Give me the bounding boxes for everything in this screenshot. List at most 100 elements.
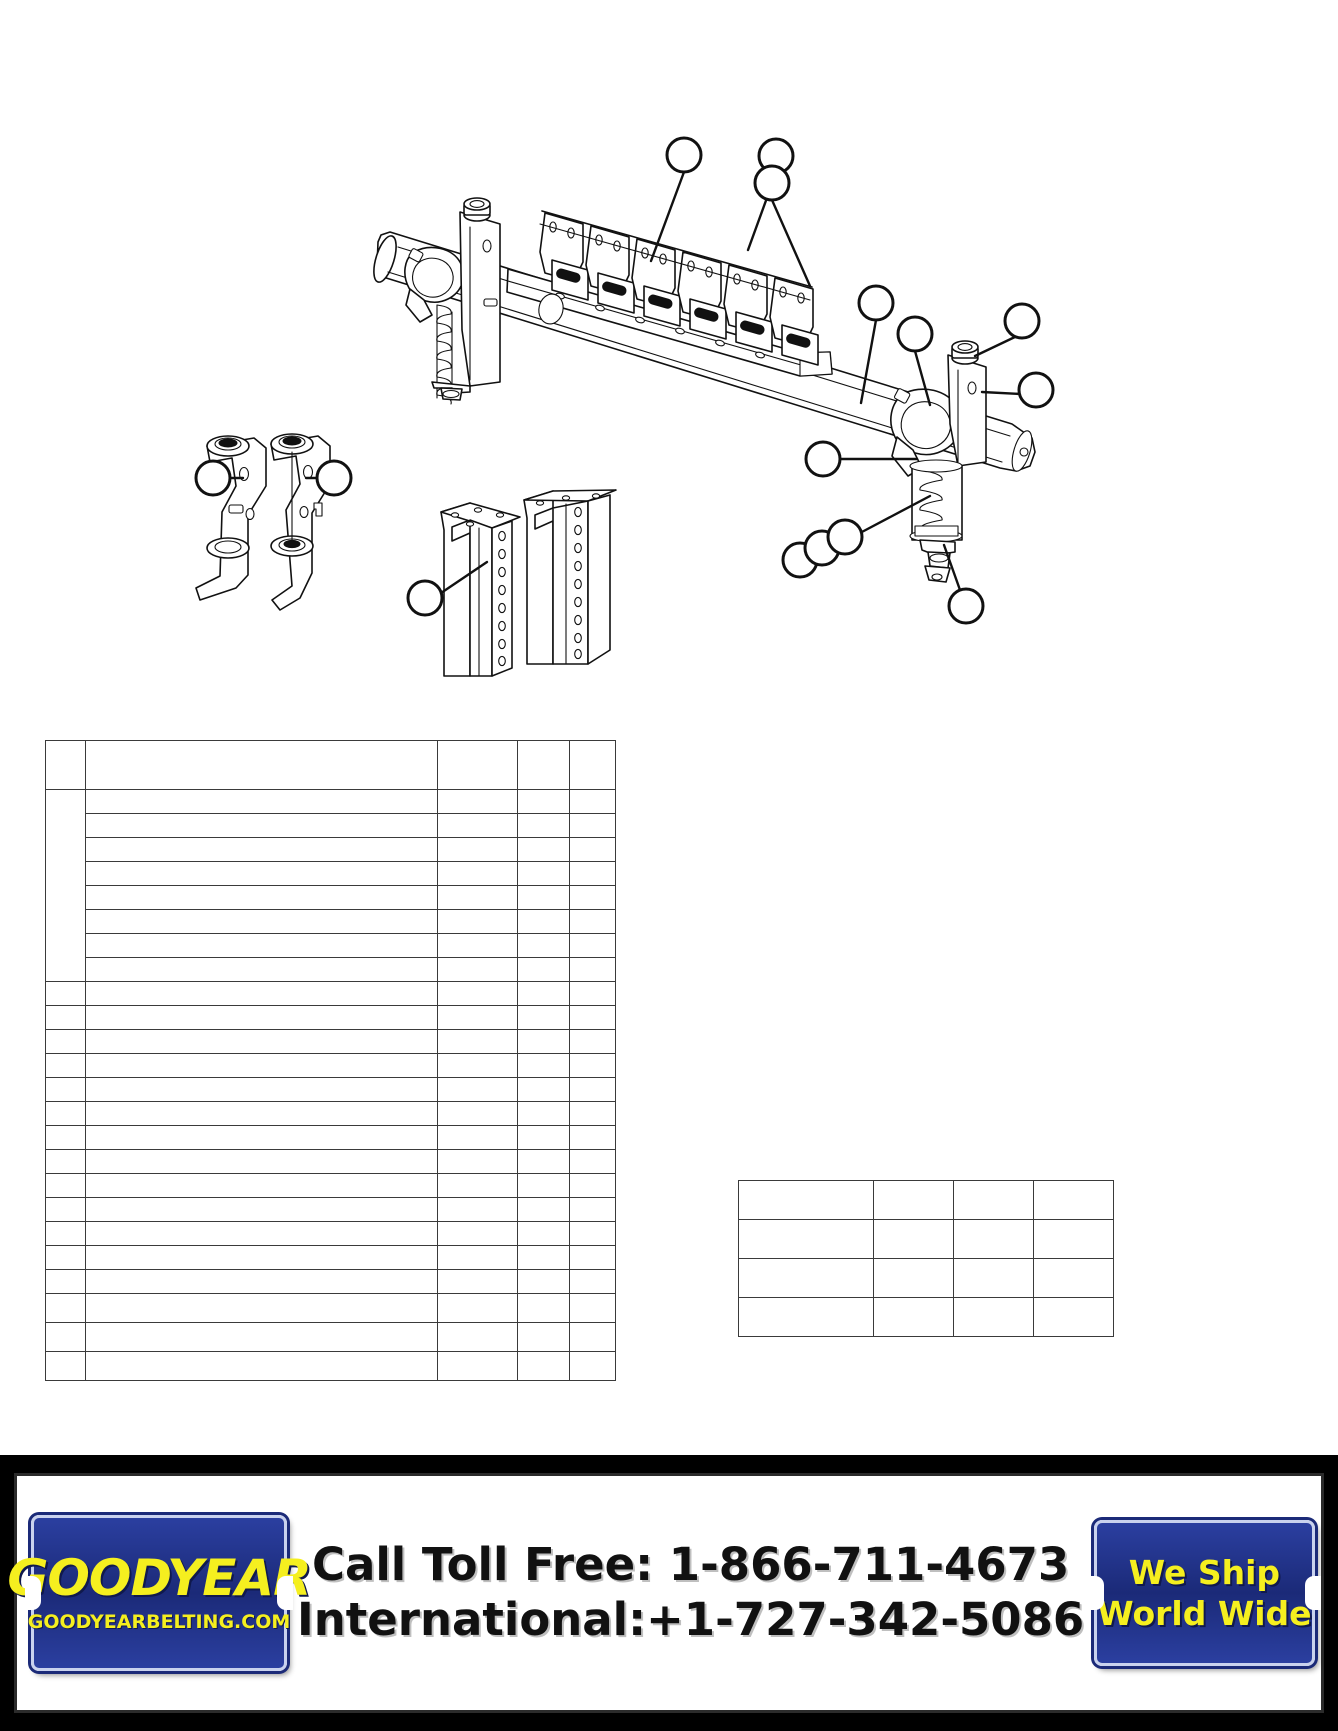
- cell-item[interactable]: [45, 1197, 86, 1222]
- cell-quantity[interactable]: [517, 885, 570, 910]
- cell-description[interactable]: [85, 837, 438, 862]
- cell-description[interactable]: [85, 1149, 438, 1174]
- cell-part-number[interactable]: [437, 1197, 518, 1222]
- cell-part-number[interactable]: [437, 885, 518, 910]
- sub-cell-4[interactable]: [1033, 1180, 1114, 1220]
- table-row[interactable]: [46, 933, 616, 958]
- table-row[interactable]: [45, 981, 616, 1006]
- cell-part-number[interactable]: [437, 1351, 518, 1381]
- sub-cell-3[interactable]: [953, 1258, 1034, 1298]
- cell-part-number[interactable]: [437, 933, 518, 958]
- table-row[interactable]: [45, 1173, 616, 1198]
- cell-part-number[interactable]: [437, 1245, 518, 1270]
- sub-cell-2[interactable]: [873, 1180, 954, 1220]
- sub-cell-1[interactable]: [738, 1219, 874, 1259]
- cell-quantity[interactable]: [517, 981, 570, 1006]
- cell-notes[interactable]: [569, 1077, 616, 1102]
- cell-quantity[interactable]: [517, 837, 570, 862]
- cell-part-number[interactable]: [437, 981, 518, 1006]
- cell-description[interactable]: [85, 1101, 438, 1126]
- cell-notes[interactable]: [569, 1029, 616, 1054]
- sub-cell-3[interactable]: [953, 1219, 1034, 1259]
- cell-notes[interactable]: [569, 813, 616, 838]
- cell-part-number[interactable]: [437, 1221, 518, 1246]
- table-row[interactable]: [45, 1005, 616, 1030]
- cell-quantity[interactable]: [517, 1293, 570, 1323]
- table-row[interactable]: [45, 789, 616, 982]
- cell-item[interactable]: [45, 1005, 86, 1030]
- cell-part-number[interactable]: [437, 1125, 518, 1150]
- we-ship-world-wide-badge[interactable]: We Ship World Wide: [1094, 1520, 1315, 1666]
- cell-item[interactable]: [45, 1125, 86, 1150]
- toll-free-phone[interactable]: Call Toll Free: 1-866-711-4673: [311, 1538, 1070, 1592]
- cell-quantity[interactable]: [517, 789, 570, 814]
- sub-cell-3[interactable]: [953, 1297, 1034, 1337]
- table-row[interactable]: [45, 1269, 616, 1294]
- cell-description[interactable]: [85, 1005, 438, 1030]
- sub-cell-3[interactable]: [953, 1180, 1034, 1220]
- cell-item[interactable]: [45, 1053, 86, 1078]
- table-row[interactable]: [45, 1053, 616, 1078]
- cell-notes[interactable]: [569, 885, 616, 910]
- cell-part-number[interactable]: [437, 1322, 518, 1352]
- cell-item[interactable]: [45, 981, 86, 1006]
- cell-quantity[interactable]: [517, 957, 570, 982]
- table-row[interactable]: [738, 1297, 1114, 1337]
- cell-notes[interactable]: [569, 1269, 616, 1294]
- table-row[interactable]: [45, 1029, 616, 1054]
- cell-description[interactable]: [85, 1077, 438, 1102]
- cell-quantity[interactable]: [517, 1269, 570, 1294]
- cell-quantity[interactable]: [517, 933, 570, 958]
- table-row[interactable]: [46, 861, 616, 886]
- cell-item[interactable]: [45, 1101, 86, 1126]
- sub-cell-2[interactable]: [873, 1219, 954, 1259]
- cell-item[interactable]: [45, 1029, 86, 1054]
- sub-cell-1[interactable]: [738, 1258, 874, 1298]
- cell-notes[interactable]: [569, 909, 616, 934]
- sub-cell-2[interactable]: [873, 1297, 954, 1337]
- cell-part-number[interactable]: [437, 1149, 518, 1174]
- cell-notes[interactable]: [569, 1197, 616, 1222]
- cell-item[interactable]: [45, 1077, 86, 1102]
- cell-quantity[interactable]: [517, 1197, 570, 1222]
- cell-quantity[interactable]: [517, 1149, 570, 1174]
- cell-description[interactable]: [85, 813, 438, 838]
- table-row[interactable]: [45, 1245, 616, 1270]
- cell-description[interactable]: [85, 1293, 438, 1323]
- cell-notes[interactable]: [569, 1173, 616, 1198]
- cell-notes[interactable]: [569, 981, 616, 1006]
- cell-notes[interactable]: [569, 1125, 616, 1150]
- sub-cell-4[interactable]: [1033, 1219, 1114, 1259]
- cell-part-number[interactable]: [437, 1101, 518, 1126]
- table-row[interactable]: [45, 1293, 616, 1323]
- cell-part-number[interactable]: [437, 1029, 518, 1054]
- sub-cell-1[interactable]: [738, 1180, 874, 1220]
- international-phone[interactable]: International:+1-727-342-5086: [297, 1593, 1085, 1646]
- cell-part-number[interactable]: [437, 1005, 518, 1030]
- cell-part-number[interactable]: [437, 957, 518, 982]
- sub-cell-4[interactable]: [1033, 1258, 1114, 1298]
- table-row[interactable]: [46, 885, 616, 910]
- table-row[interactable]: [45, 1221, 616, 1246]
- cell-description[interactable]: [85, 861, 438, 886]
- cell-quantity[interactable]: [517, 861, 570, 886]
- cell-description[interactable]: [85, 789, 438, 814]
- table-row[interactable]: [45, 1322, 616, 1352]
- cell-notes[interactable]: [569, 861, 616, 886]
- cell-item[interactable]: [45, 1269, 86, 1294]
- table-row[interactable]: [45, 1077, 616, 1102]
- cell-notes[interactable]: [569, 1351, 616, 1381]
- cell-part-number[interactable]: [437, 837, 518, 862]
- cell-notes[interactable]: [569, 933, 616, 958]
- cell-description[interactable]: [85, 1351, 438, 1381]
- cell-notes[interactable]: [569, 1101, 616, 1126]
- cell-description[interactable]: [85, 1322, 438, 1352]
- table-row[interactable]: [45, 1125, 616, 1150]
- cell-description[interactable]: [85, 1125, 438, 1150]
- cell-description[interactable]: [85, 1197, 438, 1222]
- cell-notes[interactable]: [569, 1149, 616, 1174]
- cell-quantity[interactable]: [517, 1245, 570, 1270]
- cell-item[interactable]: [45, 1322, 86, 1352]
- cell-description[interactable]: [85, 885, 438, 910]
- cell-notes[interactable]: [569, 1053, 616, 1078]
